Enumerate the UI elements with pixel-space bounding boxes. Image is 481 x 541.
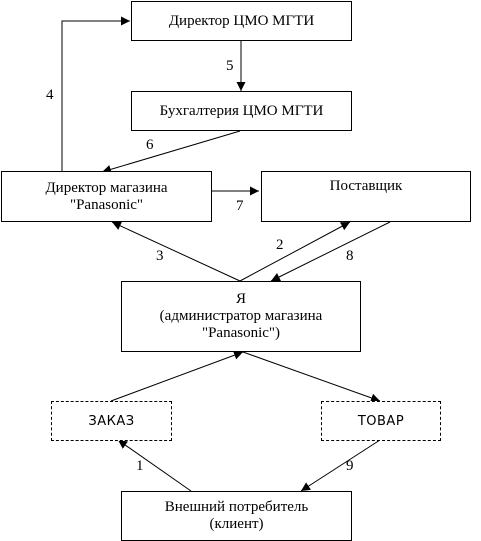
arrow-label-6: 6 (146, 137, 154, 153)
box-order: ЗАКАЗ (51, 401, 172, 441)
box-customer: Внешний потребитель (клиент) (121, 491, 352, 541)
box-store-director-label: Директор магазина "Panasonic" (45, 179, 168, 213)
box-order-label: ЗАКАЗ (88, 413, 135, 429)
arrow-1 (117, 439, 192, 492)
arrow-9 (300, 439, 381, 492)
box-accounting-cmo: Бухгалтерия ЦМО МГТИ (131, 91, 352, 131)
arrow-label-7: 7 (236, 198, 244, 214)
arrow-label-3: 3 (156, 248, 164, 264)
box-goods-label: ТОВАР (357, 413, 405, 429)
arrow-4 (61, 16, 130, 172)
arrow-label-2: 2 (276, 237, 284, 253)
arrow-2 (239, 221, 351, 282)
box-admin-label: Я (администратор магазина "Panasonic") (159, 291, 323, 341)
arrow-label-4: 4 (46, 87, 54, 103)
box-goods: ТОВАР (321, 401, 441, 441)
box-supplier: Поставщик (261, 171, 471, 222)
arrow-label-8: 8 (346, 248, 354, 264)
box-accounting-cmo-label: Бухгалтерия ЦМО МГТИ (159, 102, 324, 119)
arrow-admin-to-goods (242, 351, 381, 403)
arrow-label-9: 9 (346, 458, 354, 474)
arrow-8 (270, 221, 391, 282)
arrow-6 (101, 130, 241, 174)
box-director-cmo: Директор ЦМО МГТИ (131, 1, 352, 41)
box-customer-label: Внешний потребитель (клиент) (164, 499, 309, 532)
box-admin: Я (администратор магазина "Panasonic") (121, 281, 361, 352)
arrow-order-to-admin (110, 350, 244, 402)
arrow-label-5: 5 (226, 58, 234, 74)
box-store-director: Директор магазина "Panasonic" (1, 171, 212, 222)
arrow-3 (111, 221, 241, 282)
arrow-label-1: 1 (136, 458, 144, 474)
box-director-cmo-label: Директор ЦМО МГТИ (168, 12, 315, 29)
box-supplier-label: Поставщик (329, 178, 403, 194)
